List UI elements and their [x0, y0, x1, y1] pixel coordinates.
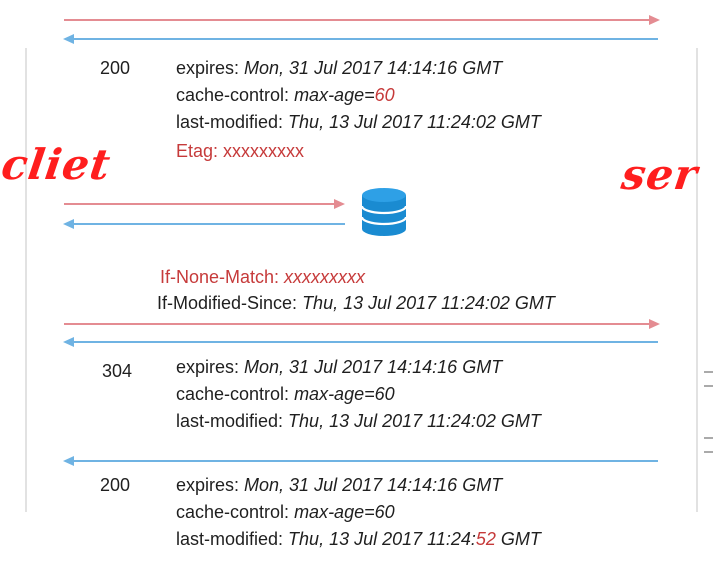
header-value-suffix: GMT — [495, 529, 541, 549]
header-key: cache-control: — [176, 85, 295, 105]
status-code-200-first: 200 — [100, 58, 131, 78]
header-key: If-Modified-Since: — [157, 293, 303, 313]
header-key: cache-control: — [176, 502, 295, 522]
cache-response-arrow — [63, 219, 345, 229]
header-cache-control: cache-control: max-age=60 — [176, 501, 395, 523]
cache-request-arrow — [64, 199, 345, 209]
header-cache-control: cache-control: max-age=60 — [176, 84, 395, 106]
status-code-304: 304 — [102, 361, 133, 381]
header-key: last-modified: — [176, 112, 289, 132]
header-key: cache-control: — [176, 384, 295, 404]
header-last-modified: last-modified: Thu, 13 Jul 2017 11:24:52… — [176, 528, 541, 550]
header-cache-control: cache-control: max-age=60 — [176, 383, 395, 405]
header-key: expires: — [176, 58, 245, 78]
header-expires: expires: Mon, 31 Jul 2017 14:14:16 GMT — [176, 474, 502, 496]
status-code-200-second: 200 — [100, 475, 131, 495]
header-value: max-age=60 — [294, 502, 395, 522]
header-key: expires: — [176, 475, 245, 495]
header-value: Thu, 13 Jul 2017 11:24:02 GMT — [288, 112, 541, 132]
response-arrow-3 — [63, 456, 658, 466]
header-last-modified: last-modified: Thu, 13 Jul 2017 11:24:02… — [176, 111, 541, 133]
header-if-modified-since: If-Modified-Since: Thu, 13 Jul 2017 11:2… — [157, 292, 555, 314]
request-arrow-2 — [64, 319, 660, 329]
header-value: Mon, 31 Jul 2017 14:14:16 GMT — [244, 58, 503, 78]
header-value: Thu, 13 Jul 2017 11:24: — [288, 529, 476, 549]
database-icon — [360, 188, 408, 236]
handwritten-server-label: ser — [618, 150, 701, 199]
header-key: last-modified: — [176, 529, 289, 549]
header-if-none-match: If-None-Match: xxxxxxxxx — [160, 266, 365, 288]
header-key: If-None-Match: — [160, 267, 285, 287]
header-value: max-age=60 — [294, 384, 395, 404]
header-key: expires: — [176, 357, 245, 377]
changed-seconds-highlight: 52 — [475, 529, 496, 549]
header-value: Mon, 31 Jul 2017 14:14:16 GMT — [244, 357, 503, 377]
handwritten-client-label: cliet — [0, 140, 115, 189]
header-expires: expires: Mon, 31 Jul 2017 14:14:16 GMT — [176, 356, 502, 378]
header-last-modified: last-modified: Thu, 13 Jul 2017 11:24:02… — [176, 410, 541, 432]
max-age-highlight: 60 — [374, 85, 395, 105]
header-expires: expires: Mon, 31 Jul 2017 14:14:16 GMT — [176, 57, 502, 79]
header-key: last-modified: — [176, 411, 289, 431]
response-arrow-2 — [63, 337, 658, 347]
request-arrow-1 — [64, 15, 660, 25]
header-etag: Etag: xxxxxxxxx — [176, 141, 305, 161]
header-value: xxxxxxxxx — [284, 267, 366, 287]
header-value: max-age= — [294, 85, 375, 105]
header-value: Mon, 31 Jul 2017 14:14:16 GMT — [244, 475, 503, 495]
header-value: Thu, 13 Jul 2017 11:24:02 GMT — [302, 293, 555, 313]
header-value: Thu, 13 Jul 2017 11:24:02 GMT — [288, 411, 541, 431]
response-arrow-1 — [63, 34, 658, 44]
